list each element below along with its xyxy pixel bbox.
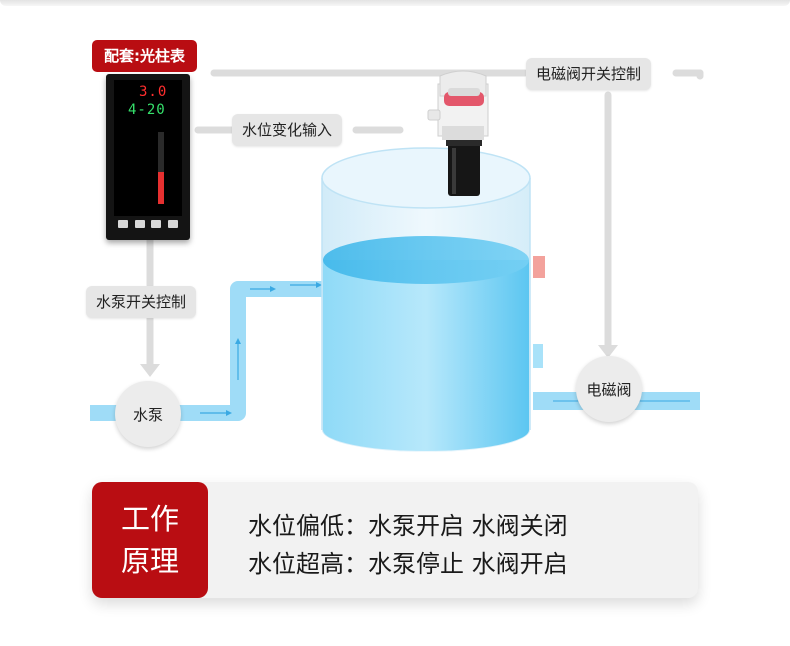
principle-panel: 工作 原理 水位偏低：水泵开启 水阀关闭 水位超高：水泵停止 水阀开启 <box>92 482 698 598</box>
rule-low-level: 水位偏低：水泵开启 水阀关闭 <box>248 512 568 540</box>
principle-title-line1: 工作 <box>120 502 179 536</box>
pump-control-label: 水泵开关控制 <box>86 286 197 318</box>
top-shadow-bar <box>0 0 790 6</box>
valve-node: 电磁阀 <box>576 356 642 422</box>
meter-key <box>134 220 145 228</box>
principle-title-line2: 原理 <box>120 544 179 578</box>
valve-arrow-head <box>598 345 618 358</box>
ultrasonic-sensor <box>427 70 489 196</box>
meter-top-reading: 3.0 <box>139 84 168 100</box>
meter-bar-track <box>158 132 164 204</box>
low-level-marker <box>533 344 543 368</box>
level-input-label: 水位变化输入 <box>232 114 343 146</box>
pump-node: 水泵 <box>115 381 181 447</box>
meter-key <box>118 220 128 228</box>
pump-arrow-head <box>140 364 160 377</box>
meter-bar-fill <box>158 171 164 204</box>
meter-bottom-reading: 4-20 <box>128 102 166 118</box>
meter-keypad <box>118 220 178 230</box>
flow-arrows <box>200 282 322 416</box>
principle-title: 工作 原理 <box>92 482 208 598</box>
bar-graph-meter: 3.0 4-20 <box>106 74 190 240</box>
rule-high-level: 水位超高：水泵停止 水阀开启 <box>248 550 568 578</box>
valve-control-label: 电磁阀开关控制 <box>526 58 652 90</box>
high-level-marker <box>533 256 545 278</box>
meter-key <box>167 220 178 228</box>
meter-screen: 3.0 4-20 <box>114 80 182 216</box>
tank-diagram <box>90 69 704 452</box>
water-tank <box>321 147 531 452</box>
indicator-label: 配套:光柱表 <box>92 40 197 72</box>
meter-key <box>151 220 162 228</box>
